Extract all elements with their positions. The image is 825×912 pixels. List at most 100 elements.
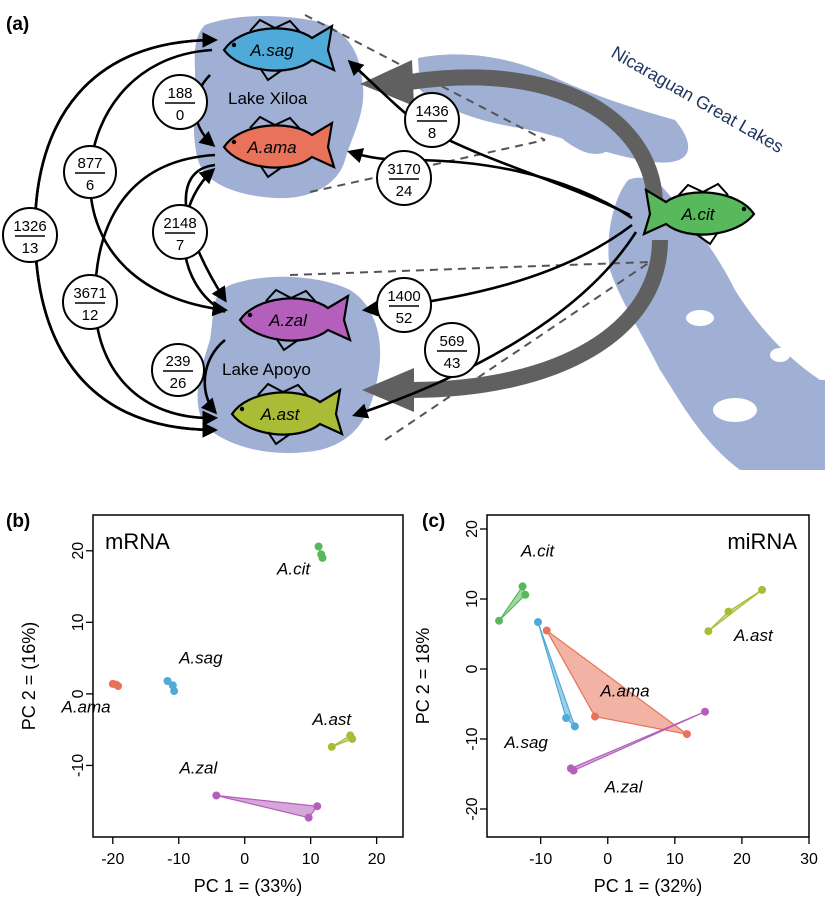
panel-letter: (c) [422, 511, 445, 532]
comparison-bottom: 13 [22, 240, 39, 257]
comparison-top: 877 [77, 155, 102, 172]
fish-ama: A.ama [222, 115, 336, 179]
data-point [758, 585, 767, 594]
gray-arrowhead-apoyo [362, 368, 414, 412]
data-point [570, 722, 579, 731]
comparison-top: 569 [439, 333, 464, 350]
data-point [591, 712, 600, 721]
fish-label-sag: A.sag [249, 41, 294, 60]
series-a-sag: A.sag [503, 618, 579, 752]
x-tick-label: -10 [529, 851, 552, 868]
comparison-bottom: 52 [396, 310, 413, 327]
data-point [518, 582, 527, 591]
series-label: A.sag [178, 648, 223, 667]
comparison-top: 2148 [163, 215, 196, 232]
series-label: A.ama [599, 682, 649, 701]
plot-title: mRNA [105, 529, 170, 554]
data-point [313, 802, 322, 811]
x-axis-label: PC 1 = (33%) [194, 876, 303, 896]
x-tick-label: 0 [603, 851, 612, 868]
dashed-connectors [289, 14, 651, 441]
series-label: A.zal [604, 778, 644, 797]
data-point [724, 607, 733, 616]
comparison-bottom: 8 [428, 125, 436, 142]
group-hull [216, 794, 319, 819]
comparison-bottom: 43 [444, 355, 461, 372]
series-label: A.zal [178, 758, 218, 777]
lake-xiloa-label: Lake Xiloa [228, 89, 308, 108]
x-tick-label: 0 [240, 851, 249, 868]
series-label: A.cit [520, 541, 555, 560]
x-tick-label: -10 [167, 851, 190, 868]
data-point [521, 590, 530, 599]
fish-label-zal: A.zal [268, 311, 308, 330]
comparison-bottom: 12 [82, 307, 99, 324]
panel-a-letter: (a) [6, 14, 29, 35]
data-point [314, 542, 323, 551]
data-point [318, 553, 327, 562]
fish-sag: A.sag [222, 18, 336, 82]
comparison-top: 1400 [387, 288, 420, 305]
comparison-circle: 1400 52 [376, 277, 432, 333]
series-a-ama: A.ama [61, 679, 123, 717]
comparison-top: 239 [165, 353, 190, 370]
series-label: A.ama [61, 698, 111, 717]
comparison-top: 3671 [73, 285, 106, 302]
x-tick-label: 20 [368, 851, 386, 868]
comparison-top: 3170 [387, 161, 420, 178]
panel-a-map: (a) Lake Xiloa Lake Apoyo Nicaraguan Gre… [2, 14, 825, 470]
comparison-bottom: 24 [396, 183, 413, 200]
comparison-circle: 2148 7 [152, 204, 208, 260]
fish-ast: A.ast [230, 382, 344, 446]
comparison-bottom: 0 [176, 107, 184, 124]
data-point [304, 813, 313, 822]
data-point [682, 730, 691, 739]
gray-arrow-to-apoyo [409, 239, 668, 398]
y-tick-label: 10 [464, 590, 481, 608]
x-tick-label: 20 [733, 851, 751, 868]
comparison-bottom: 26 [170, 375, 187, 392]
lake-apoyo-label: Lake Apoyo [222, 360, 311, 379]
data-point [170, 687, 179, 696]
series-label: A.ast [311, 710, 352, 729]
series-a-ama: A.ama [542, 626, 691, 739]
y-tick-label: 20 [70, 542, 87, 560]
series-label: A.cit [276, 559, 311, 578]
series-label: A.ast [733, 626, 774, 645]
group-hull [537, 621, 576, 727]
series-label: A.sag [503, 733, 548, 752]
great-lakes-water [418, 54, 825, 470]
data-point [114, 682, 123, 691]
data-point [704, 627, 713, 636]
group-hull [546, 630, 688, 735]
comparison-circles: 1880877613261321487367112239261436831702… [2, 74, 480, 397]
fish-label-cit: A.cit [680, 205, 715, 224]
y-tick-label: -20 [464, 797, 481, 820]
y-tick-label: 0 [464, 664, 481, 673]
plot-frame [92, 514, 404, 838]
data-point [327, 742, 336, 751]
gray-arrowhead-xiloa [360, 60, 414, 106]
fish-label-ama: A.ama [246, 138, 296, 157]
series-a-cit: A.cit [276, 542, 327, 578]
x-tick-label: 10 [302, 851, 320, 868]
series-a-ast: A.ast [704, 585, 774, 645]
data-point [569, 766, 578, 775]
comparison-top: 188 [167, 85, 192, 102]
y-axis-label: PC 2 = (16%) [19, 622, 39, 731]
data-point [533, 618, 542, 627]
series-a-cit: A.cit [495, 541, 555, 625]
group-hull [498, 585, 526, 622]
y-tick-label: 20 [464, 520, 481, 538]
comparison-bottom: 7 [176, 237, 184, 254]
panel-letter: (b) [6, 511, 30, 532]
y-tick-label: -10 [70, 754, 87, 777]
